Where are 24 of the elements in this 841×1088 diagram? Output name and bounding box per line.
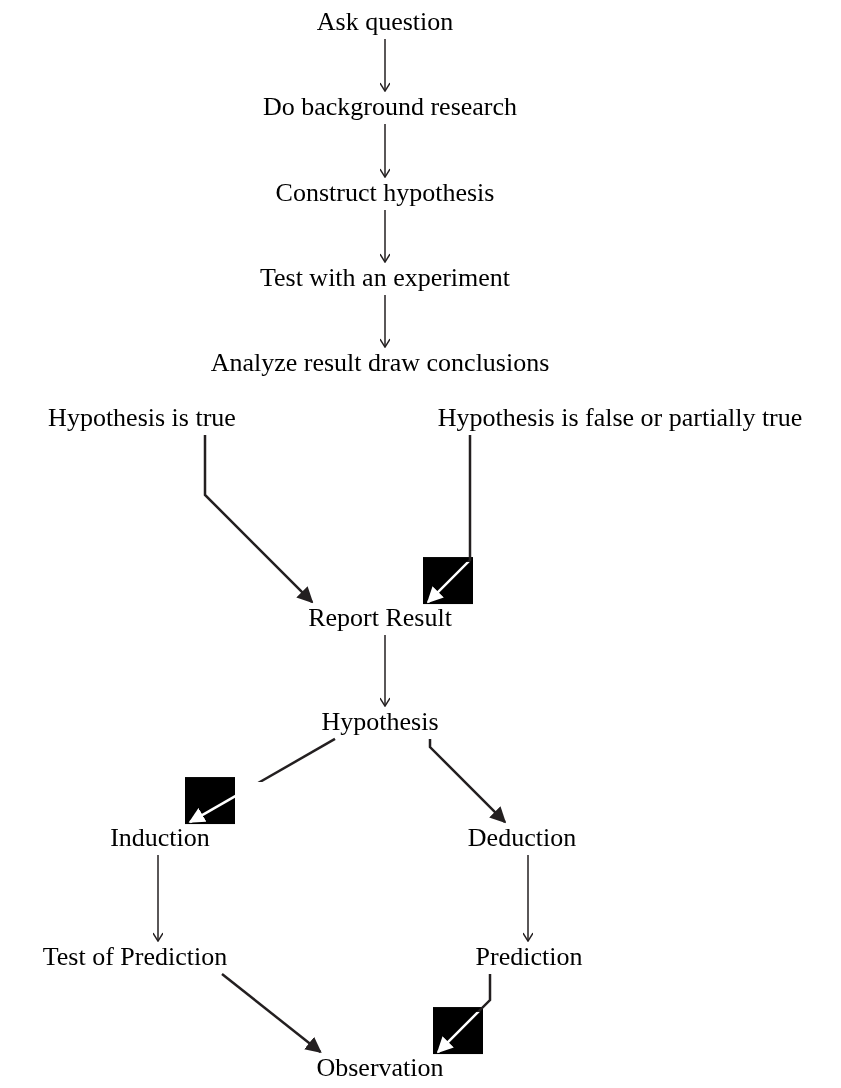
arrow [379, 38, 391, 92]
arrow [428, 738, 507, 824]
arrow [152, 854, 164, 942]
step-label: Observation [316, 1053, 444, 1083]
arrow [203, 434, 314, 604]
step-label: Construct hypothesis [275, 178, 495, 208]
step-label: Analyze result draw conclusions [210, 348, 550, 378]
step-label: Hypothesis is false or partially true [437, 403, 803, 433]
step-label: Prediction [475, 942, 583, 972]
step-label: Test with an experiment [259, 263, 511, 293]
arrow [379, 634, 391, 707]
step-label: Report Result [308, 603, 452, 633]
step-label: Hypothesis is true [48, 403, 236, 433]
arrow [379, 123, 391, 178]
step-label: Hypothesis [321, 707, 439, 737]
step-label: Ask question [316, 7, 454, 37]
step-label: Do background research [262, 92, 518, 122]
arrow [522, 854, 534, 942]
arrow [379, 209, 391, 263]
step-label: Induction [110, 823, 210, 853]
step-label: Test of Prediction [42, 942, 228, 972]
arrow [220, 972, 322, 1054]
step-label: Deduction [467, 823, 577, 853]
arrow [379, 294, 391, 348]
